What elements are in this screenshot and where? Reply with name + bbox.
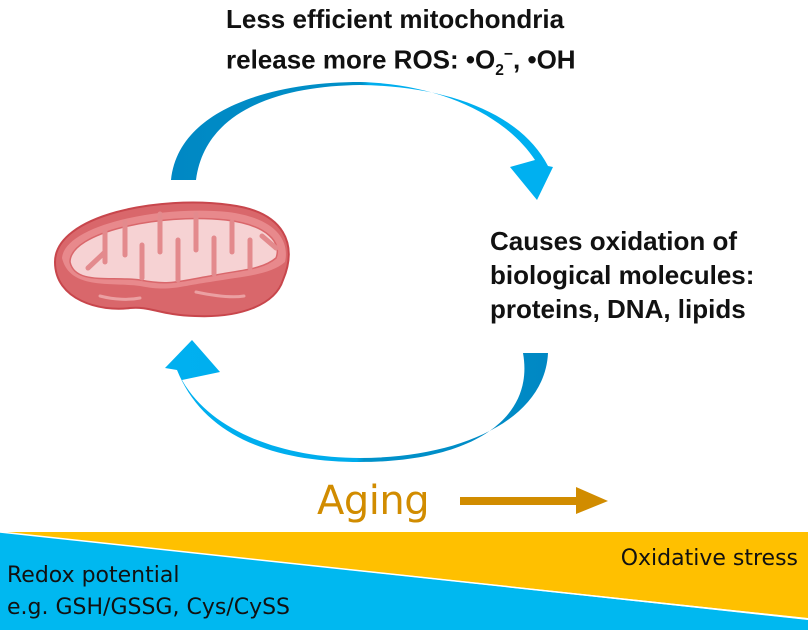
oxidation-line-1: Causes oxidation of: [490, 226, 738, 256]
redox-potential-label: Redox potential: [7, 563, 180, 588]
mitochondrion-icon: [53, 201, 290, 318]
gradient-bar: [0, 531, 808, 630]
arrow-right-icon: [460, 487, 608, 514]
redox-example-label: e.g. GSH/GSSG, Cys/CySS: [7, 595, 291, 620]
redox-potential-region: [0, 532, 808, 630]
curved-arrow-right-icon: [171, 82, 553, 200]
oxidation-line-3: proteins, DNA, lipids: [490, 294, 746, 324]
ros-line-1: Less efficient mitochondria: [226, 4, 565, 34]
curved-arrow-left-icon: [165, 340, 548, 462]
oxidation-line-2: biological molecules:: [490, 260, 755, 290]
ros-line-2: release more ROS: •O2−, •OH: [226, 44, 576, 79]
aging-label: Aging: [317, 478, 430, 524]
ros-release-label: Less efficient mitochondria release more…: [226, 2, 576, 88]
oxidation-label: Causes oxidation of biological molecules…: [490, 224, 754, 326]
oxidative-stress-label: Oxidative stress: [620, 546, 798, 571]
